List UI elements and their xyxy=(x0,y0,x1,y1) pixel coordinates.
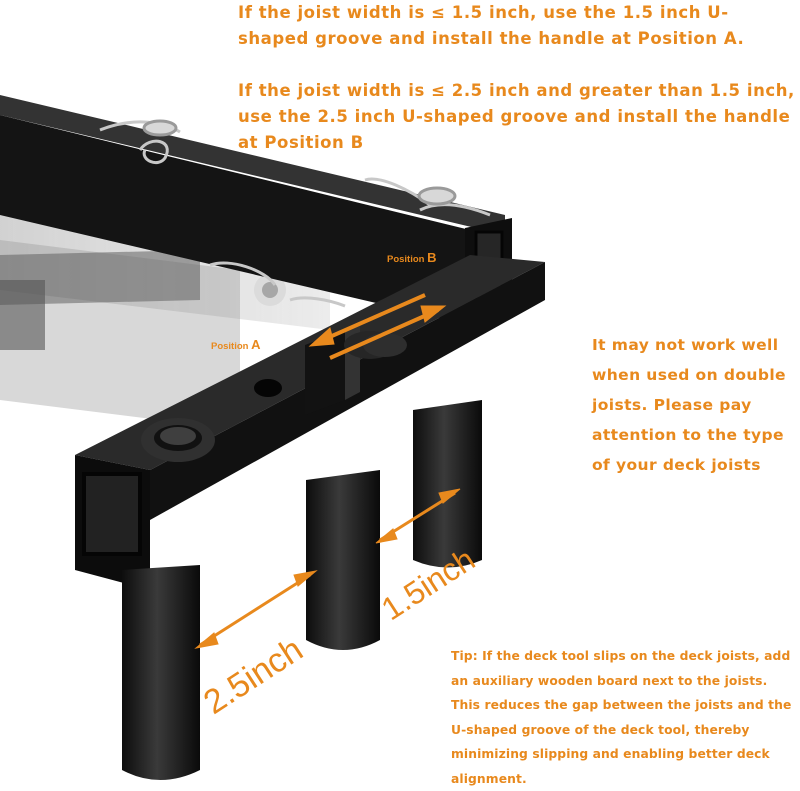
tip-line: an auxiliary wooden board next to the jo… xyxy=(451,669,796,694)
position-b-letter: B xyxy=(427,250,436,265)
position-a-label: Position A xyxy=(211,337,261,352)
warning-line: attention to the type xyxy=(592,420,797,450)
instruction-position-b: If the joist width is ≤ 2.5 inch and gre… xyxy=(238,78,798,156)
double-joist-warning: It may not work well when used on double… xyxy=(592,330,797,480)
tip-line: minimizing slipping and enabling better … xyxy=(451,742,796,767)
warning-line: joists. Please pay xyxy=(592,390,797,420)
tip-line: U-shaped groove of the deck tool, thereb… xyxy=(451,718,796,743)
warning-line: of your deck joists xyxy=(592,450,797,480)
tip-line: alignment. xyxy=(451,767,796,791)
warning-line: when used on double xyxy=(592,360,797,390)
position-b-label: Position B xyxy=(387,250,437,265)
tip-line: Tip: If the deck tool slips on the deck … xyxy=(451,644,796,669)
instruction-position-a: If the joist width is ≤ 1.5 inch, use th… xyxy=(238,0,798,52)
warning-line: It may not work well xyxy=(592,330,797,360)
position-b-prefix: Position xyxy=(387,254,424,265)
tip-line: This reduces the gap between the joists … xyxy=(451,693,796,718)
tip-text: Tip: If the deck tool slips on the deck … xyxy=(451,644,796,791)
position-a-prefix: Position xyxy=(211,341,248,352)
position-a-letter: A xyxy=(251,337,260,352)
